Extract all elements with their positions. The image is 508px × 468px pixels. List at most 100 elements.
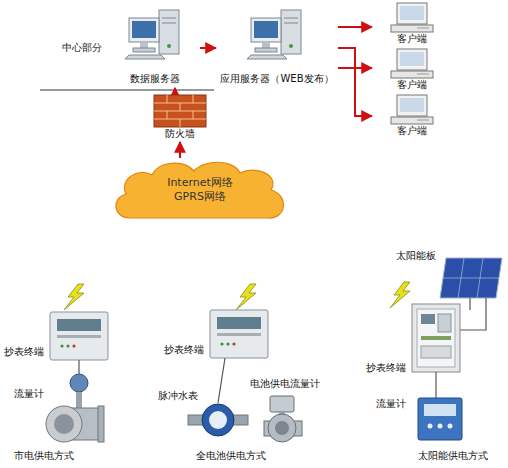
client-node: 客户端 xyxy=(372,2,452,46)
cloud-shape xyxy=(116,162,284,218)
firewall-icon xyxy=(167,111,168,119)
flowmeter xyxy=(98,406,104,442)
wireless-bolt xyxy=(236,284,256,310)
node-label: GPRS网络 xyxy=(174,190,226,204)
ultrasonic-flowmeter xyxy=(438,424,443,429)
server-icon xyxy=(254,21,278,38)
terminal-cabinet xyxy=(421,314,435,324)
flowmeter xyxy=(54,414,74,434)
server-icon xyxy=(284,23,298,24)
center-line xyxy=(40,90,214,91)
server-icon xyxy=(281,10,301,54)
server-icon xyxy=(132,21,156,38)
meter-terminal xyxy=(50,312,108,360)
server-node: 应用服务器（WEB发布） xyxy=(216,8,338,88)
server-icon xyxy=(251,18,281,42)
meter-terminal xyxy=(226,342,229,345)
part-label: 电池供电流量计 xyxy=(250,378,320,390)
server-icon xyxy=(125,55,165,59)
meter-terminal xyxy=(210,310,268,358)
server-icon xyxy=(247,8,307,60)
client-icon xyxy=(389,2,435,33)
client-icon xyxy=(417,74,429,75)
meter-terminal xyxy=(57,335,101,338)
client-icon xyxy=(400,52,424,66)
terminal-cabinet xyxy=(417,309,455,367)
meter-terminal xyxy=(217,317,261,329)
solar-panel xyxy=(469,298,471,310)
meter-terminal xyxy=(220,342,223,345)
node-label: 应用服务器（WEB发布） xyxy=(220,73,333,85)
part-label: 中心部分 xyxy=(62,42,102,54)
meter-terminal xyxy=(232,342,235,345)
server-icon xyxy=(247,55,287,59)
client-icon xyxy=(397,95,427,116)
client-icon xyxy=(417,28,429,29)
terminal-cabinet xyxy=(412,304,460,372)
client-icon xyxy=(417,120,429,121)
server-icon xyxy=(255,48,277,52)
firewall-icon xyxy=(153,94,207,128)
wireless-bolt xyxy=(64,284,84,310)
server-icon xyxy=(284,18,298,19)
flowmeter xyxy=(46,374,104,442)
wireless-bolt xyxy=(390,282,410,308)
client-icon xyxy=(389,94,435,125)
firewall-icon xyxy=(154,95,206,127)
server-icon xyxy=(162,18,176,19)
firewall-icon xyxy=(180,119,181,127)
part-label: 抄表终端 xyxy=(4,346,44,358)
ultrasonic-flowmeter xyxy=(448,424,453,429)
node-label: Internet网络 xyxy=(167,176,233,190)
solar-panel xyxy=(440,258,502,298)
pulse-water-meter xyxy=(209,411,227,429)
terminal-cabinet xyxy=(421,346,451,358)
server-icon xyxy=(159,10,179,54)
firewall-node: 防火墙 xyxy=(150,94,210,142)
connector xyxy=(200,47,216,49)
signal-wire xyxy=(435,372,436,398)
firewall-icon xyxy=(167,95,168,103)
pulse-water-meter xyxy=(188,404,248,436)
server-icon xyxy=(140,42,148,48)
signal-wire xyxy=(218,358,225,403)
server-icon xyxy=(129,18,159,42)
node-label: 数据服务器 xyxy=(130,73,180,85)
meter-terminal xyxy=(66,344,69,347)
solar-panel xyxy=(443,278,499,279)
firewall-icon xyxy=(180,103,181,111)
client-icon xyxy=(391,71,433,78)
node-label: 客户端 xyxy=(397,79,427,91)
node-label: 客户端 xyxy=(397,125,427,137)
connector xyxy=(174,88,176,94)
terminal-cabinet xyxy=(421,336,451,340)
server-node: 数据服务器 xyxy=(110,8,200,88)
battery-flowmeter xyxy=(268,414,296,442)
client-icon xyxy=(391,117,433,124)
meter-terminal xyxy=(210,310,268,358)
part-label: 流量计 xyxy=(14,388,44,400)
part-label: 市电供电方式 xyxy=(14,450,74,462)
flowmeter xyxy=(70,374,88,392)
server-icon xyxy=(133,48,155,52)
pulse-water-meter xyxy=(202,404,234,436)
solar-panel xyxy=(440,258,502,310)
meter-terminal xyxy=(57,319,101,331)
connector xyxy=(338,48,372,116)
node-label: 防火墙 xyxy=(165,128,195,140)
server-icon xyxy=(289,44,293,48)
client-node: 客户端 xyxy=(372,94,452,138)
terminal-cabinet xyxy=(438,314,451,332)
part-label: 脉冲水表 xyxy=(158,390,198,402)
part-label: 太阳能供电方式 xyxy=(418,450,488,462)
flowmeter xyxy=(46,406,82,442)
ultrasonic-flowmeter xyxy=(418,398,462,440)
battery-flowmeter xyxy=(270,396,294,412)
part-label: 太阳能板 xyxy=(396,250,436,262)
ultrasonic-flowmeter xyxy=(428,424,433,429)
server-icon xyxy=(125,8,185,60)
server-icon xyxy=(167,44,171,48)
client-node: 客户端 xyxy=(372,48,452,92)
